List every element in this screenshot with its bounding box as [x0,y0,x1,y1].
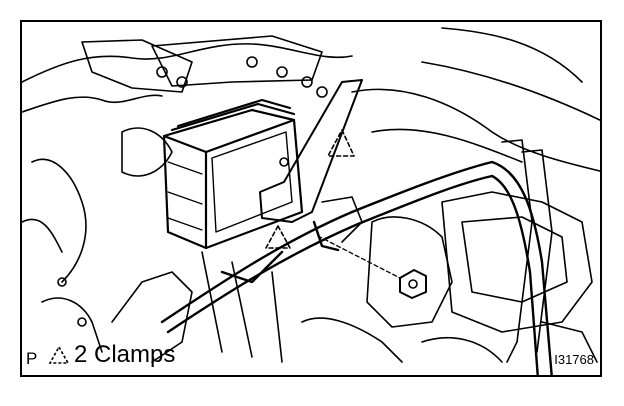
mounting-bracket [259,79,363,223]
page-letter: P [26,349,38,368]
clamp-marker-lower [265,225,291,249]
engine-bay-illustration [22,27,600,375]
diagram-frame: P 2 Clamps I31768 [20,20,602,377]
legend-label: 2 Clamps [74,341,176,368]
clamp-marker-upper [327,129,355,157]
nut-fastener [317,235,427,299]
figure-id: I31768 [554,352,594,367]
wire-harness [160,160,553,375]
dashed-triangle-icon [48,345,70,364]
background-structure [22,27,600,363]
control-unit-box [162,98,304,250]
